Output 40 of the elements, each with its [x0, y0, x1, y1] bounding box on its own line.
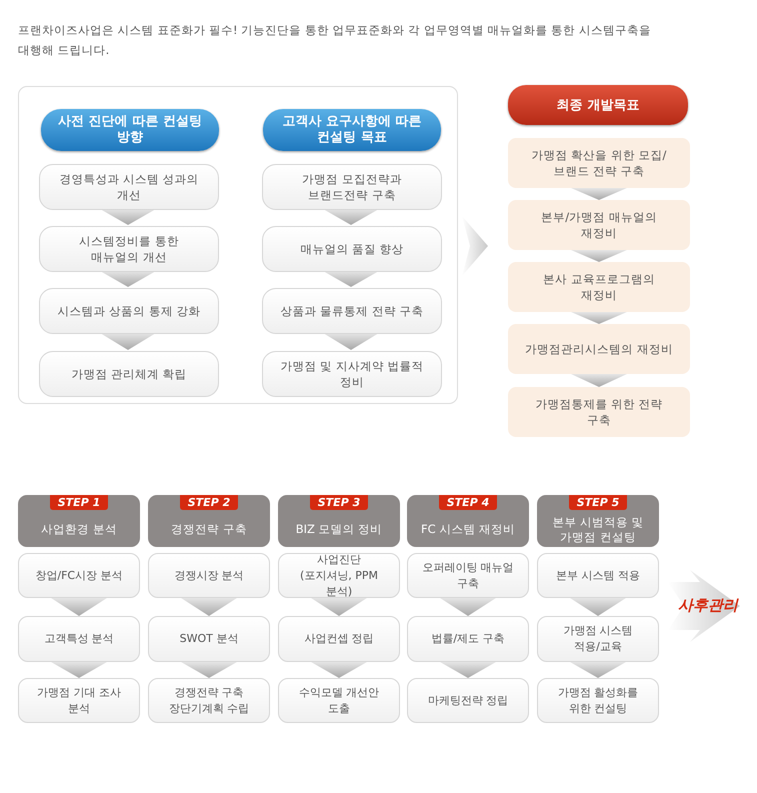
heading-pill: 고객사 요구사항에 따른 컨설팅 목표: [263, 109, 441, 151]
panel-background: [18, 86, 458, 404]
chevron-arrow: [570, 598, 626, 616]
chevron-arrow: [311, 662, 367, 678]
step-title: 사업환경 분석: [40, 521, 118, 538]
chevron-arrow: [571, 188, 627, 200]
step-header: [407, 495, 529, 547]
chevron-arrow: [181, 662, 237, 678]
goal-box: 가맹점통제를 위한 전략 구축: [508, 387, 690, 437]
step-title: FC 시스템 재정비: [420, 521, 516, 538]
chevron-arrow: [311, 598, 367, 616]
step-tag: STEP 3: [310, 495, 368, 510]
step-header: [18, 495, 140, 547]
step-header: [537, 495, 659, 547]
chevron-arrow: [571, 250, 627, 262]
step-tag: STEP 5: [568, 495, 628, 510]
heading-pill: 사전 진단에 따른 컨설팅 방향: [41, 109, 219, 151]
chevron-arrow: [571, 374, 627, 387]
intro-text: 프랜차이즈사업은 시스템 표준화가 필수! 기능진단을 통한 업무표준화와 각 업무영역별 매뉴얼화를 통한 시스템구축을 대행해 드립니다.: [18, 22, 652, 59]
goal-box: 가맹점 확산을 위한 모집/ 브랜드 전략 구축: [508, 138, 690, 188]
step-title: BIZ 모델의 정비: [294, 521, 384, 538]
chevron-arrow: [51, 598, 107, 616]
step-header: [148, 495, 270, 547]
step-tag: STEP 1: [50, 495, 108, 510]
step-title: 본부 시범적용 및 가맹점 컨설팅: [551, 514, 645, 546]
chevron-arrow: [570, 662, 626, 678]
chevron-arrow: [51, 662, 107, 678]
chevron-arrow: [440, 598, 496, 616]
chevron-arrow: [571, 312, 627, 324]
step-tag: STEP 4: [438, 495, 498, 510]
goal-box: 본사 교육프로그램의 재정비: [508, 262, 690, 312]
step-header: [278, 495, 400, 547]
goal-box: 가맹점관리시스템의 재정비: [508, 324, 690, 374]
goal-box: 본부/가맹점 매뉴얼의 재정비: [508, 200, 690, 250]
step-title: 경쟁전략 구축: [170, 521, 248, 538]
chevron-arrow: [181, 598, 237, 616]
heading-pill: 최종 개발목표: [508, 85, 688, 125]
step-tag: STEP 2: [180, 495, 238, 510]
follow-up-text: 사후관리: [678, 596, 738, 614]
chevron-arrow: [440, 662, 496, 678]
